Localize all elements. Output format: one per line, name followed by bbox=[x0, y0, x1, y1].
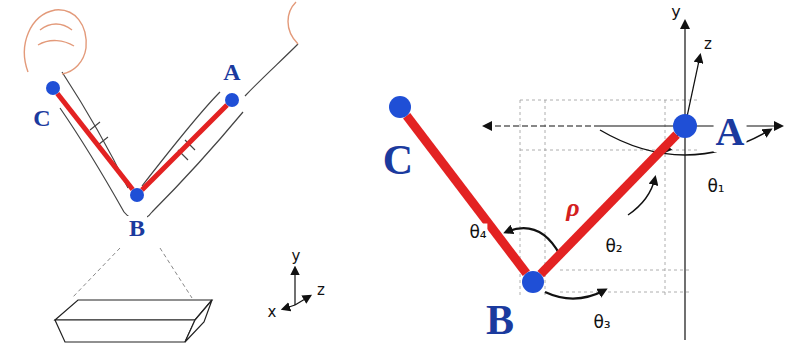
axis-angle-label: y bbox=[291, 249, 302, 264]
guide-line bbox=[520, 100, 700, 101]
joint-label: A bbox=[221, 60, 242, 84]
y-axis bbox=[294, 268, 295, 305]
arm-sketch bbox=[60, 44, 298, 220]
axis-angle-label: x bbox=[267, 305, 278, 320]
axis-angle-label: θ₃ bbox=[592, 314, 611, 331]
joint-label: C bbox=[381, 139, 415, 181]
box-front bbox=[55, 320, 195, 342]
joint-point: B bbox=[522, 271, 544, 293]
theta3-arc bbox=[545, 290, 605, 299]
upper-arm-outline bbox=[152, 112, 243, 212]
shoulder-outline bbox=[245, 44, 298, 96]
forearm-outline bbox=[60, 108, 124, 212]
guide-line bbox=[560, 270, 690, 271]
box-top bbox=[55, 300, 212, 320]
joint-point: A bbox=[225, 93, 239, 107]
joint-label: B bbox=[127, 216, 147, 240]
view-line bbox=[160, 248, 192, 298]
axis-angle-label: θ₁ bbox=[706, 178, 725, 195]
arm-segment bbox=[142, 105, 227, 190]
arm-segment bbox=[541, 135, 677, 275]
head-sketch bbox=[288, 2, 298, 44]
joint-label: B bbox=[484, 299, 516, 341]
x-axis bbox=[485, 125, 600, 126]
view-line bbox=[72, 248, 120, 298]
finger-line bbox=[38, 24, 74, 46]
joint-point: C bbox=[389, 96, 411, 118]
axis-angle-label: z bbox=[703, 37, 713, 52]
sensor-view bbox=[72, 248, 192, 298]
joint-point: B bbox=[130, 188, 144, 202]
sensor-box bbox=[55, 300, 212, 342]
reference-frame bbox=[520, 100, 700, 298]
axis-angle-label: z bbox=[316, 283, 326, 298]
angle-arcs bbox=[506, 130, 770, 299]
arm-segment bbox=[57, 94, 132, 190]
joint-label: A bbox=[714, 112, 747, 152]
hand-sketch bbox=[24, 10, 86, 74]
guide-line bbox=[560, 292, 690, 293]
guide-line bbox=[520, 150, 700, 151]
axis-angle-label: ρ bbox=[565, 195, 580, 221]
joint-point: C bbox=[46, 81, 60, 95]
z-axis bbox=[295, 296, 310, 305]
axis-angle-label: θ₄ bbox=[468, 224, 487, 241]
right-axes bbox=[485, 22, 781, 340]
axis-angle-label: θ₂ bbox=[604, 238, 623, 255]
upper-arm-outline bbox=[142, 92, 220, 186]
y-axis bbox=[684, 22, 685, 340]
axis-angle-label: y bbox=[670, 4, 681, 20]
box-side bbox=[185, 300, 212, 342]
guide-line bbox=[665, 100, 666, 298]
joint-point: A bbox=[673, 114, 697, 138]
arm-segment bbox=[407, 116, 527, 273]
ear-outline bbox=[288, 2, 298, 44]
left-axes bbox=[283, 268, 310, 309]
joint-label: C bbox=[31, 106, 52, 130]
hand-outline bbox=[24, 10, 86, 74]
x-axis bbox=[283, 305, 295, 309]
